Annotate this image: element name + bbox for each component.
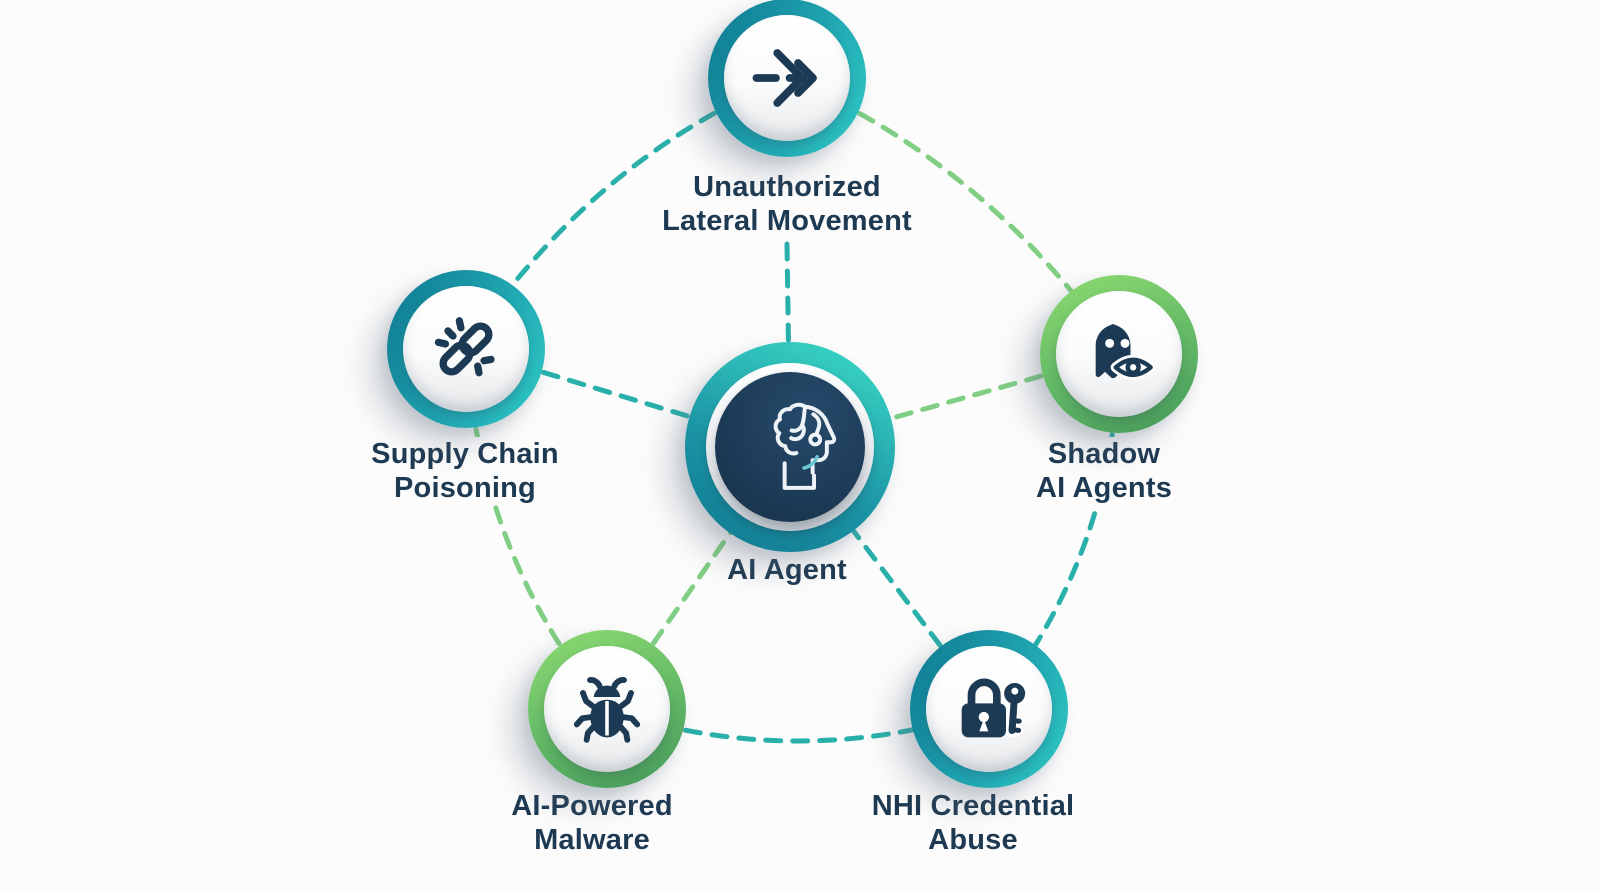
label-nhi-credential-abuse: NHI Credential Abuse xyxy=(823,789,1123,857)
ai-agent-ring xyxy=(685,342,895,552)
label-line: Supply Chain xyxy=(371,438,559,470)
node-ring xyxy=(1040,275,1198,433)
node-ring xyxy=(910,630,1068,788)
ai-head-icon xyxy=(773,402,837,490)
label-ai-agent: AI Agent xyxy=(707,553,867,587)
node-ring xyxy=(387,270,545,428)
merge-arrow-icon xyxy=(752,49,817,107)
label-line: Lateral Movement xyxy=(662,205,912,237)
node-ai-agent xyxy=(685,342,895,552)
label-line: AI Agents xyxy=(1035,472,1173,504)
label-line: AI-Powered xyxy=(511,790,673,822)
node-ai-powered-malware xyxy=(528,630,686,788)
node-shadow-ai-agents xyxy=(1040,275,1198,433)
broken-chain-icon xyxy=(434,317,495,377)
node-puck xyxy=(724,15,850,141)
lock-key-icon xyxy=(961,678,1029,738)
ai-agent-core xyxy=(715,372,865,522)
ai-agent-puck xyxy=(706,363,874,531)
label-shadow-ai-agents: Shadow AI Agents xyxy=(974,437,1234,505)
node-ring xyxy=(708,0,866,157)
node-nhi-credential-abuse xyxy=(910,630,1068,788)
label-line: Malware xyxy=(534,824,650,856)
node-unauthorized-lateral-movement xyxy=(708,0,866,157)
label-line: Shadow xyxy=(1047,438,1161,470)
node-puck xyxy=(403,286,529,412)
node-ring xyxy=(528,630,686,788)
label-line: Unauthorized xyxy=(693,171,881,203)
label-line: Abuse xyxy=(928,824,1018,856)
node-supply-chain-poisoning xyxy=(387,270,545,428)
bug-icon xyxy=(573,677,641,743)
ghost-eye-icon xyxy=(1095,324,1156,380)
node-puck xyxy=(926,646,1052,772)
label-ai-powered-malware: AI-Powered Malware xyxy=(442,789,742,857)
label-line: NHI Credential xyxy=(871,790,1075,822)
label-supply-chain-poisoning: Supply Chain Poisoning xyxy=(335,437,595,505)
label-unauthorized-lateral-movement: Unauthorized Lateral Movement xyxy=(647,170,927,238)
node-puck xyxy=(544,646,670,772)
label-line: Poisoning xyxy=(394,472,536,504)
node-puck xyxy=(1056,291,1182,417)
label-line: AI Agent xyxy=(727,554,847,586)
